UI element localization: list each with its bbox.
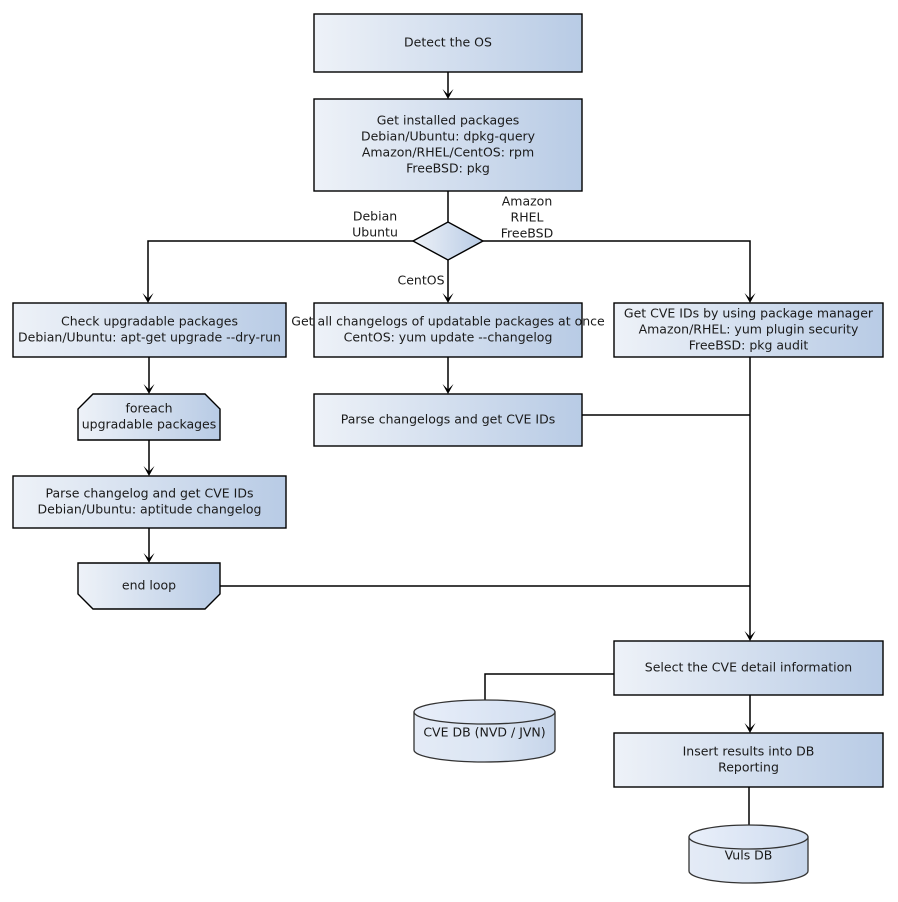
node-detect-os: Detect the OS	[313, 13, 583, 73]
node-label-line: Get all changelogs of updatable packages…	[291, 314, 605, 329]
connector-os-decision-to-check-upgradable	[142, 240, 413, 303]
process-shape	[613, 640, 884, 696]
arrowhead-icon	[442, 293, 454, 303]
process-shape	[613, 732, 884, 788]
node-vuls-db: Vuls DB	[688, 824, 809, 884]
arrowhead-icon	[744, 293, 756, 303]
process-shape	[12, 302, 287, 358]
node-label-line: Amazon/RHEL: yum plugin security	[639, 322, 859, 337]
node-label-line: Vuls DB	[725, 848, 773, 863]
connector-os-decision-to-get-cve-ids-pkgmgr	[483, 240, 756, 303]
connector-line	[147, 240, 413, 300]
connector-get-all-changelogs-to-parse-changelogs-centos	[442, 357, 454, 394]
node-label-line: Parse changelogs and get CVE IDs	[341, 412, 555, 427]
node-select-cve-detail: Select the CVE detail information	[613, 640, 884, 696]
edge-label-line: FreeBSD	[501, 226, 553, 241]
node-label-line: Debian/Ubuntu: apt-get upgrade --dry-run	[18, 330, 281, 345]
node-label-line: foreach	[125, 401, 172, 416]
node-parse-changelog-debian: Parse changelog and get CVE IDsDebian/Ub…	[12, 475, 287, 529]
connector-select-cve-detail-to-cve-db	[484, 673, 614, 712]
arrowhead-icon	[143, 466, 155, 476]
node-label-line: Detect the OS	[404, 35, 492, 50]
node-label-line: upgradable packages	[82, 417, 217, 432]
node-get-cve-ids-pkgmgr: Get CVE IDs by using package managerAmaz…	[613, 302, 884, 358]
connector-line	[483, 240, 751, 300]
process-shape	[313, 302, 583, 358]
node-label-line: Debian/Ubuntu: aptitude changelog	[38, 502, 262, 517]
node-label-line: end loop	[122, 578, 176, 593]
cylinder-body	[688, 836, 809, 884]
node-label-line: Amazon/RHEL/CentOS: rpm	[362, 145, 534, 160]
arrowhead-icon	[142, 293, 154, 303]
node-label-line: CVE DB (NVD / JVN)	[423, 725, 545, 740]
node-check-upgradable: Check upgradable packagesDebian/Ubuntu: …	[12, 302, 287, 358]
process-shape	[313, 98, 583, 192]
cylinder-body	[413, 711, 556, 763]
connector-get-cve-ids-pkgmgr-to-select-cve-detail	[744, 357, 756, 641]
connector-line	[484, 673, 614, 712]
process-shape	[313, 13, 583, 73]
loop-end-shape	[77, 562, 221, 610]
node-label-line: Parse changelog and get CVE IDs	[46, 486, 254, 501]
node-label-line: CentOS: yum update --changelog	[344, 330, 553, 345]
node-label-line: FreeBSD: pkg	[406, 161, 490, 176]
connector-foreach-loop-start-to-parse-changelog-debian	[143, 440, 155, 476]
loop-start-shape	[77, 393, 221, 441]
edge-label-line: Ubuntu	[352, 225, 398, 240]
connectors-group	[142, 72, 756, 838]
edge-label-line: Debian	[353, 209, 397, 224]
node-label-line: Debian/Ubuntu: dpkg-query	[361, 129, 536, 144]
node-os-decision	[411, 221, 485, 261]
process-shape	[12, 475, 287, 529]
connector-detect-os-to-get-installed-packages	[442, 72, 454, 99]
edge-label-line: CentOS	[397, 273, 444, 288]
connector-check-upgradable-to-foreach-loop-start	[143, 357, 155, 394]
connector-parse-changelog-debian-to-end-loop	[143, 528, 155, 563]
node-cve-db: CVE DB (NVD / JVN)	[413, 699, 556, 763]
process-shape	[313, 393, 583, 447]
node-label-line: FreeBSD: pkg audit	[689, 338, 809, 353]
arrowhead-icon	[744, 631, 756, 641]
edge-label-line: RHEL	[511, 210, 544, 225]
node-parse-changelogs-centos: Parse changelogs and get CVE IDs	[313, 393, 583, 447]
edge-label-line: Amazon	[502, 194, 553, 209]
decision-shape	[411, 221, 485, 261]
cylinder-top	[413, 699, 556, 725]
node-label-line: Get CVE IDs by using package manager	[624, 306, 874, 321]
label-centos: CentOS	[397, 273, 444, 288]
node-label-line: Check upgradable packages	[61, 314, 238, 329]
node-get-all-changelogs: Get all changelogs of updatable packages…	[291, 302, 605, 358]
process-shape	[613, 302, 884, 358]
connector-os-decision-to-get-all-changelogs	[442, 260, 454, 303]
node-label-line: Get installed packages	[377, 113, 520, 128]
node-label-line: Reporting	[718, 760, 779, 775]
node-label-line: Insert results into DB	[683, 744, 815, 759]
arrowhead-icon	[143, 553, 155, 563]
arrowhead-icon	[744, 723, 756, 733]
node-end-loop: end loop	[77, 562, 221, 610]
arrowhead-icon	[442, 384, 454, 394]
connector-select-cve-detail-to-insert-results	[744, 695, 756, 733]
node-label-line: Select the CVE detail information	[645, 660, 852, 675]
arrowhead-icon	[442, 89, 454, 99]
arrowhead-icon	[143, 384, 155, 394]
cylinder-top	[688, 824, 809, 850]
